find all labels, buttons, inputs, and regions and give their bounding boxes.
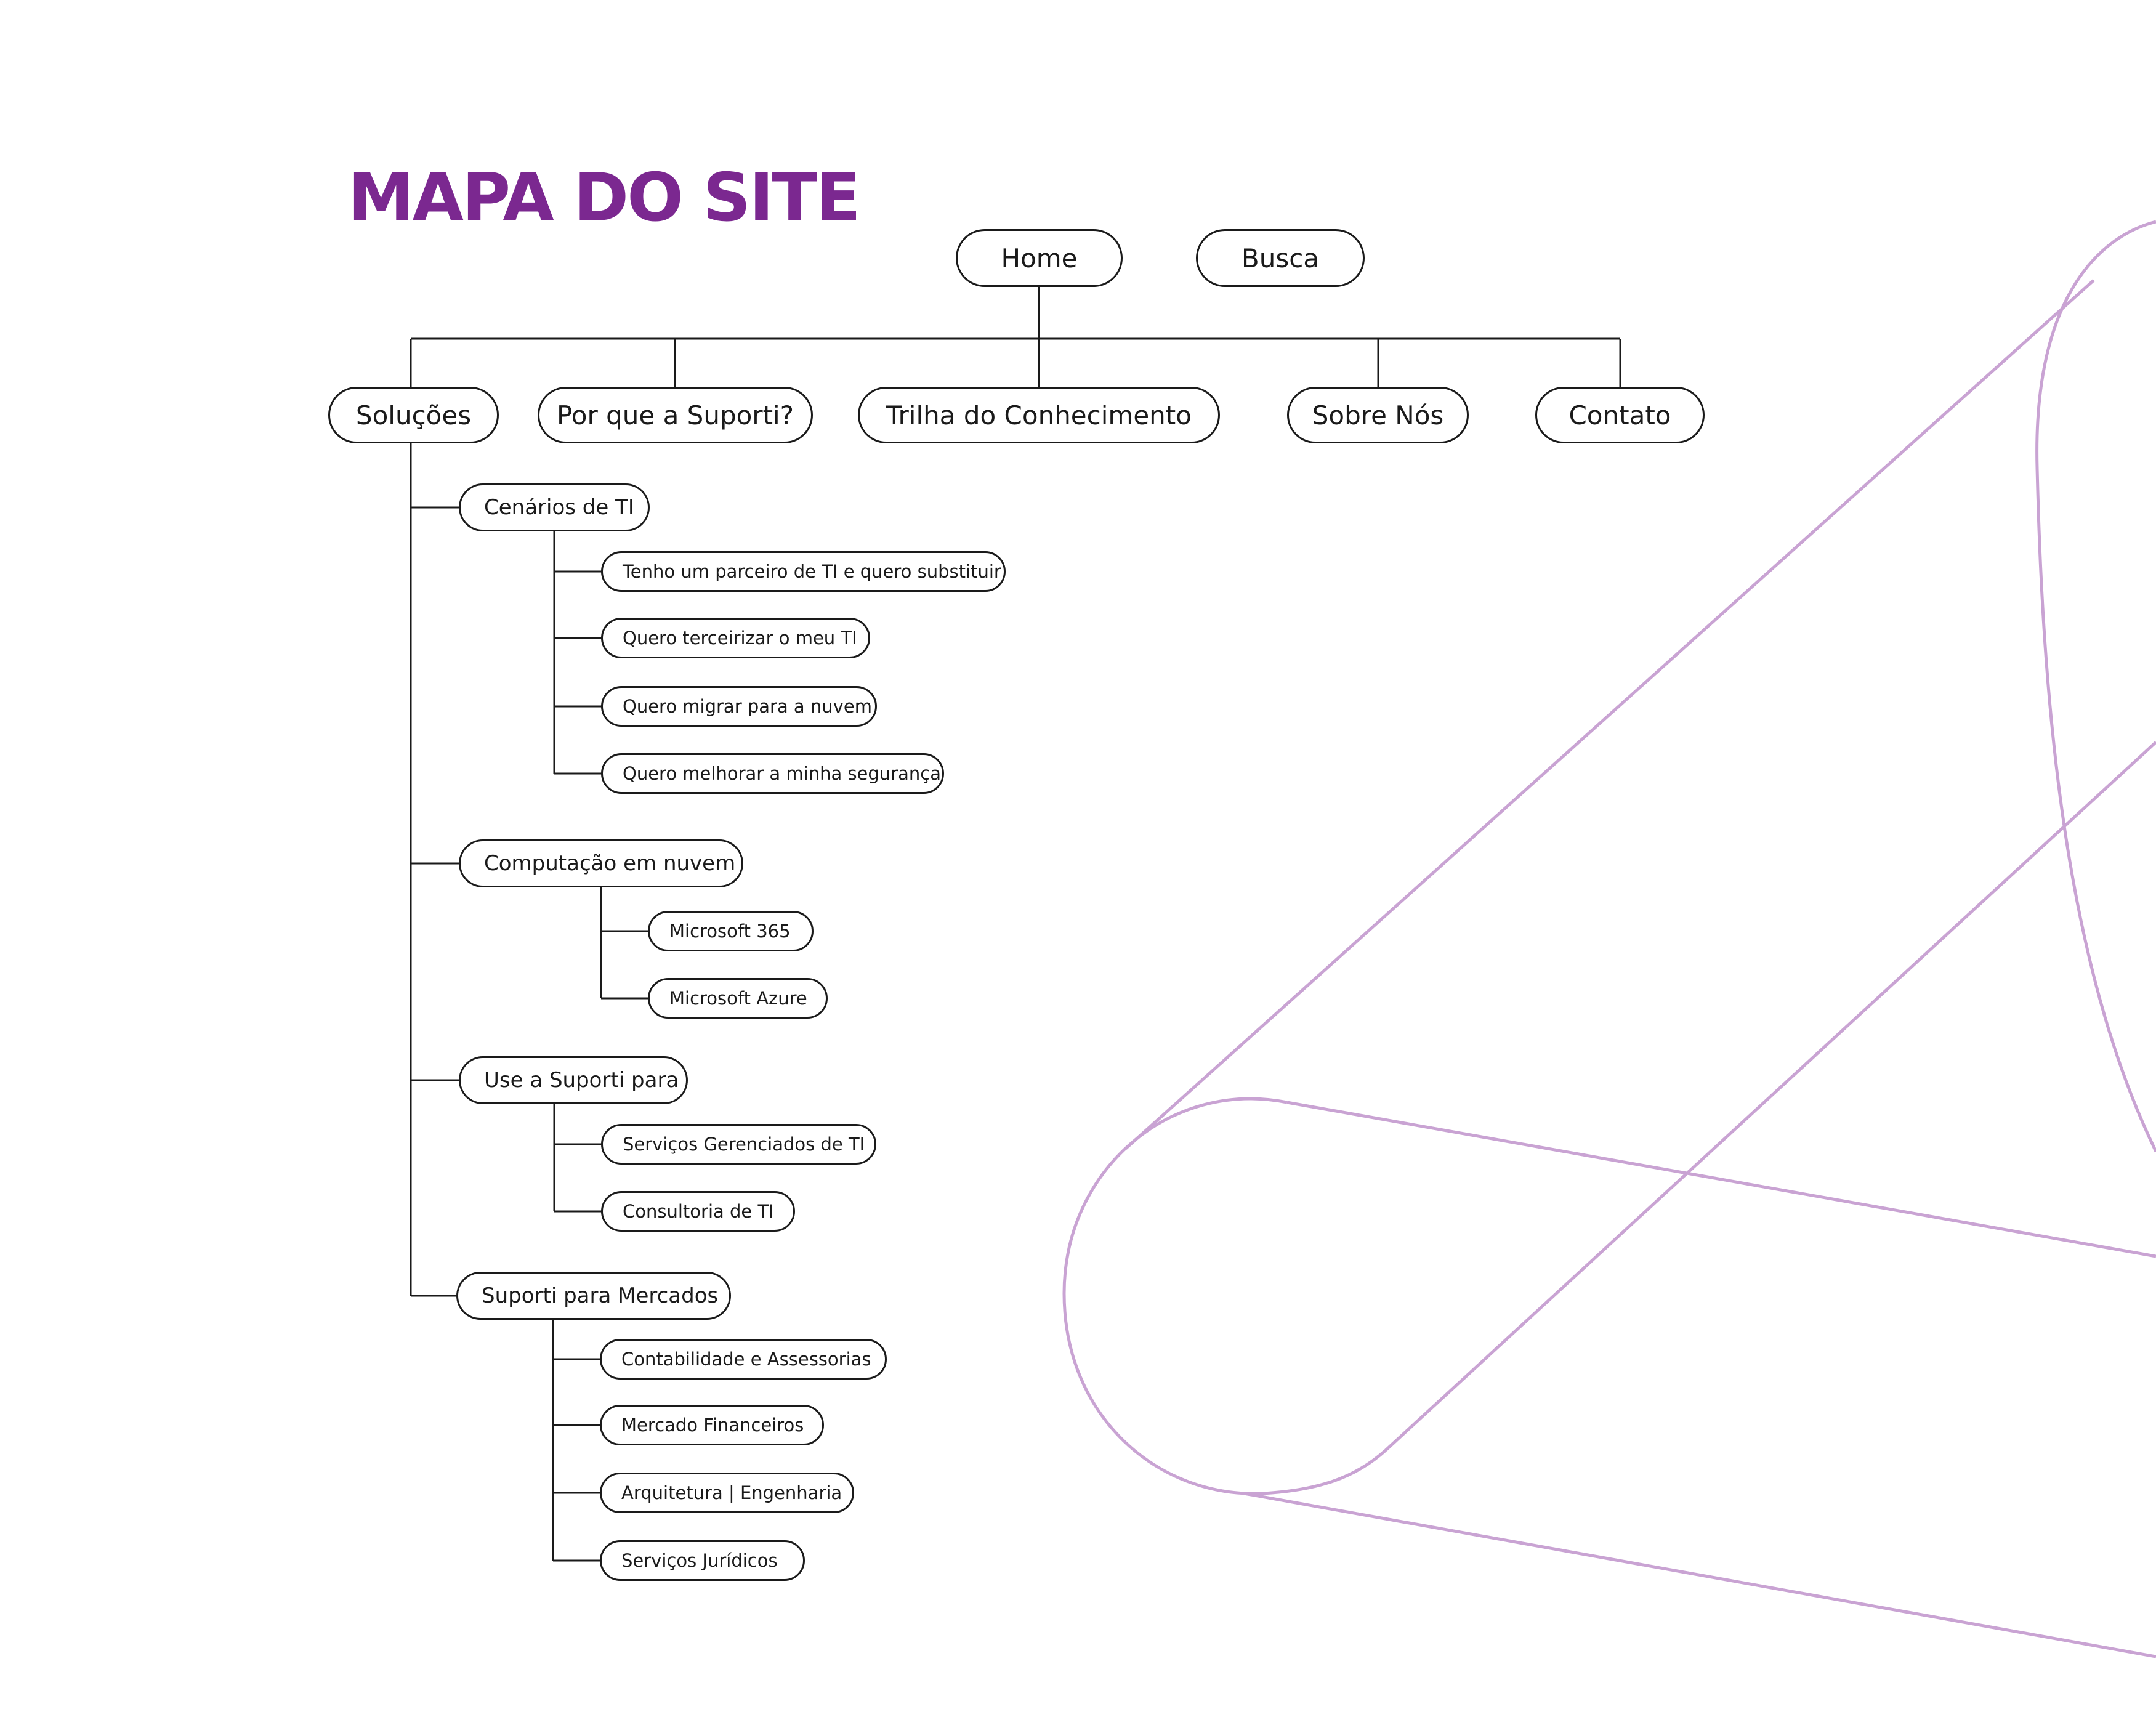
node-accounting[interactable]: Contabilidade e Assessorias — [600, 1339, 887, 1380]
node-about-us[interactable]: Sobre Nós — [1287, 387, 1469, 443]
node-home[interactable]: Home — [956, 229, 1123, 287]
deco-stroke — [1124, 279, 2095, 1150]
deco-stroke — [1243, 1492, 2156, 1658]
node-microsoft-365[interactable]: Microsoft 365 — [648, 911, 814, 951]
node-financial-market[interactable]: Mercado Financeiros — [600, 1405, 824, 1445]
node-it-consulting[interactable]: Consultoria de TI — [601, 1191, 795, 1232]
node-why-suporti[interactable]: Por que a Suporti? — [538, 387, 813, 443]
node-migrate-cloud[interactable]: Quero migrar para a nuvem — [601, 686, 877, 727]
node-managed-it-services[interactable]: Serviços Gerenciados de TI — [601, 1124, 876, 1165]
node-contact[interactable]: Contato — [1535, 387, 1705, 443]
deco-stroke — [1384, 741, 2156, 1452]
node-solutions[interactable]: Soluções — [328, 387, 499, 443]
node-suporti-markets[interactable]: Suporti para Mercados — [456, 1272, 731, 1320]
deco-stroke — [1062, 1097, 1387, 1495]
node-knowledge-trail[interactable]: Trilha do Conhecimento — [858, 387, 1220, 443]
node-cloud-computing[interactable]: Computação em nuvem — [459, 839, 743, 887]
node-architecture-engineering[interactable]: Arquitetura | Engenharia — [600, 1473, 854, 1513]
node-use-suporti-for[interactable]: Use a Suporti para — [459, 1056, 688, 1104]
node-legal-services[interactable]: Serviços Jurídicos — [600, 1540, 805, 1581]
node-replace-it-partner[interactable]: Tenho um parceiro de TI e quero substitu… — [601, 551, 1006, 592]
node-it-scenarios[interactable]: Cenários de TI — [459, 483, 650, 531]
page-title: MAPA DO SITE — [348, 160, 861, 236]
node-search[interactable]: Busca — [1196, 229, 1365, 287]
deco-stroke — [2035, 220, 2156, 1153]
deco-stroke — [1286, 1101, 2156, 1258]
node-microsoft-azure[interactable]: Microsoft Azure — [648, 978, 828, 1019]
node-improve-security[interactable]: Quero melhorar a minha segurança — [601, 753, 944, 794]
node-outsource-it[interactable]: Quero terceirizar o meu TI — [601, 618, 870, 658]
